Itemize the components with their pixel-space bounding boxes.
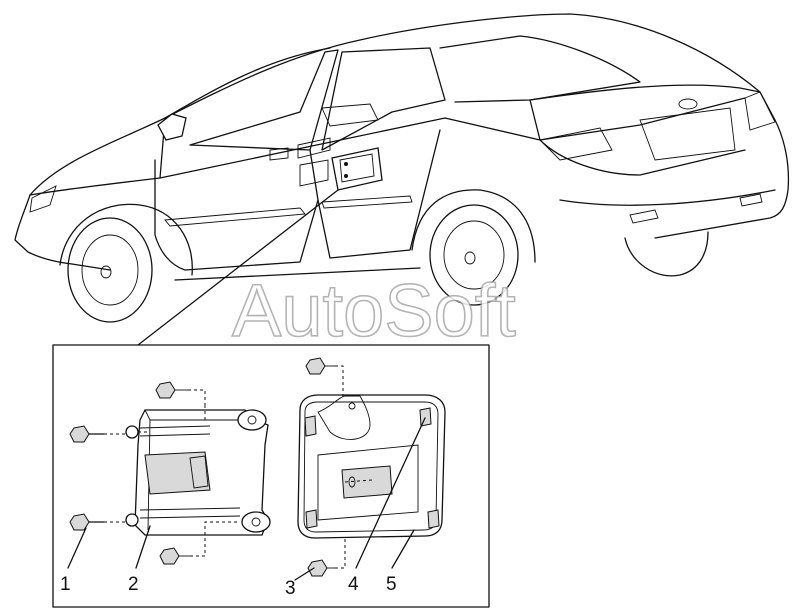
callout-leaders xyxy=(67,417,426,581)
rear-wheel xyxy=(411,189,536,306)
bolt-top-left xyxy=(155,381,206,405)
callout-5: 5 xyxy=(386,574,397,595)
detail-inset-frame xyxy=(52,344,490,608)
front-wheel xyxy=(59,203,193,323)
callout-3: 3 xyxy=(285,578,296,599)
guide-dash xyxy=(204,521,240,535)
bracket-bolt-bottom xyxy=(307,536,346,577)
mounting-bracket xyxy=(297,394,446,539)
bolt-left-lower xyxy=(69,513,139,531)
callout-1: 1 xyxy=(60,574,71,595)
bolt-left-upper xyxy=(69,425,150,443)
ecu-location xyxy=(331,147,383,191)
callout-2: 2 xyxy=(128,574,139,595)
guide-dash xyxy=(204,405,238,421)
bracket-bolt-top xyxy=(305,357,344,398)
guide-dash xyxy=(344,479,373,483)
car-body xyxy=(14,13,790,281)
watermark-text: AutoSoft xyxy=(232,269,516,352)
callout-4: 4 xyxy=(348,574,359,595)
leader-line xyxy=(137,189,339,346)
far-rear-wheel xyxy=(624,231,709,277)
ecu-module xyxy=(134,409,271,536)
bolt-bottom xyxy=(159,535,206,565)
